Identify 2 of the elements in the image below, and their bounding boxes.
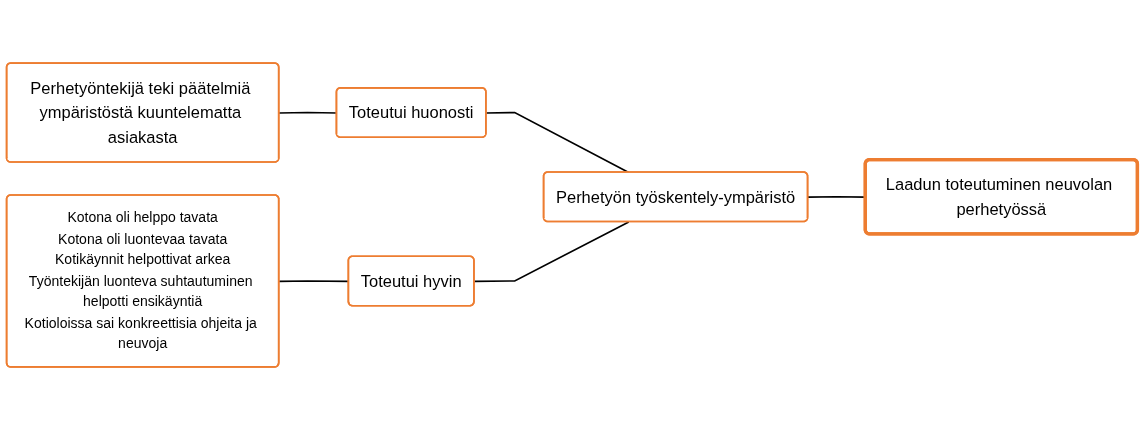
connector bbox=[473, 221, 630, 283]
connector bbox=[485, 111, 630, 174]
